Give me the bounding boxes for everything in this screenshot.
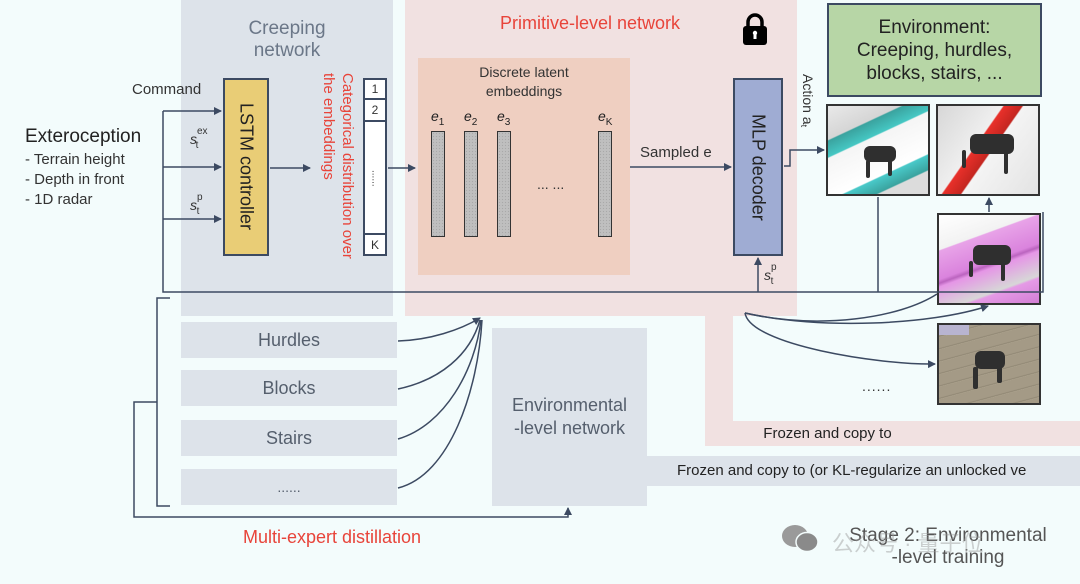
exteroception-title: Exteroception — [25, 126, 142, 147]
hurdles-curve — [397, 317, 481, 342]
blocks-curve — [397, 319, 481, 390]
primitive-network-title: Primitive-level network — [499, 13, 681, 33]
exteroception-item: - Depth in front — [25, 171, 125, 188]
expert-box-stairs: Stairs — [181, 420, 397, 456]
latent-embeddings-title: Discrete latent embeddings — [479, 64, 569, 99]
mlp-decoder-label: MLP decoder — [748, 113, 769, 221]
lstm-controller-label: LSTM controller — [236, 103, 257, 231]
blocks-sim-image — [937, 213, 1041, 305]
environmental-network-box: Environmental -level network — [492, 328, 647, 506]
s-ex-label: sext — [190, 126, 208, 151]
embedding-vector — [431, 131, 445, 237]
expert-bracket — [156, 297, 170, 507]
kl-regularize-bar — [645, 456, 1080, 486]
s-p-label: spt — [190, 192, 203, 217]
lock-icon — [743, 13, 767, 45]
stairs-curve — [397, 319, 482, 440]
embedding-ellipsis: ... ... — [537, 176, 565, 192]
multi-expert-distillation-label: Multi-expert distillation — [243, 527, 422, 547]
stage-label: Stage 2: Environmental -level training — [849, 525, 1047, 568]
categorical-distribution-label: Categorical distribution over the embedd… — [320, 73, 356, 259]
embedding-label: e2 — [464, 108, 478, 128]
frozen-copy-bar — [705, 421, 1080, 446]
watermark-text: 公众号 · 量子位 — [832, 531, 984, 556]
kl-regularize-label: Frozen and copy to (or KL-regularize an … — [677, 462, 1027, 479]
action-label: Action at — [799, 74, 816, 128]
exteroception-item: - 1D radar — [25, 191, 93, 208]
expert-box-blocks: Blocks — [181, 370, 397, 406]
more-curve — [397, 319, 483, 489]
embedding-label: e3 — [497, 108, 511, 128]
categorical-vector: 1 2 ...... K — [363, 78, 387, 256]
embedding-label: eK — [598, 108, 613, 128]
creeping-expert-stub — [181, 298, 393, 316]
category-cell-ellipsis: ...... — [369, 169, 381, 187]
embedding-vector — [464, 131, 478, 237]
sampled-e-label: Sampled e — [640, 144, 712, 161]
creeping-sim-image — [826, 104, 930, 196]
exteroception-item: - Terrain height — [25, 151, 125, 168]
mlp-s-p-label: spt — [764, 262, 777, 287]
command-label: Command — [132, 81, 202, 98]
category-cell: 2 — [365, 100, 385, 122]
wechat-icon — [782, 525, 819, 553]
category-cell: K — [365, 233, 385, 254]
embedding-vector — [497, 131, 511, 237]
expert-box-hurdles: Hurdles — [181, 322, 397, 358]
frozen-copy-label: Frozen and copy to — [763, 425, 892, 442]
stairs-sim-image — [937, 323, 1041, 405]
category-cell: 1 — [365, 80, 385, 100]
embedding-label: e1 — [431, 108, 445, 128]
lstm-controller-box: LSTM controller — [223, 78, 269, 256]
hurdles-sim-image — [936, 104, 1040, 196]
creeping-network-title: Creeping network — [248, 18, 326, 61]
expert-box-more: ...... — [181, 469, 397, 505]
more-environments-ellipsis: ...... — [862, 378, 892, 394]
environment-box: Environment: Creeping, hurdles, blocks, … — [827, 3, 1042, 97]
mlp-decoder-box: MLP decoder — [733, 78, 783, 256]
embedding-vector — [598, 131, 612, 237]
